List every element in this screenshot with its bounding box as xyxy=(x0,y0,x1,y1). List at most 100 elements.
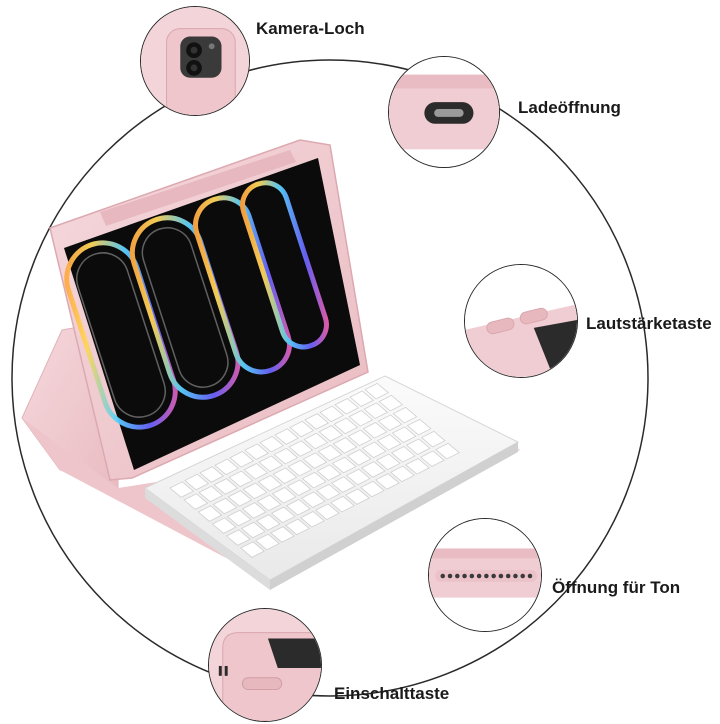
speaker-hole xyxy=(462,573,467,579)
keyboard-key xyxy=(360,461,386,478)
keyboard-key xyxy=(319,405,345,423)
keyboard-key xyxy=(420,430,446,448)
speaker-hole xyxy=(498,573,504,579)
keyboard-key xyxy=(225,529,251,546)
speaker-callout-bubble xyxy=(428,518,542,632)
keyboard-key xyxy=(316,464,342,481)
speaker-hole xyxy=(505,573,511,579)
keyboard-key xyxy=(435,442,460,460)
speaker-hole xyxy=(447,573,453,579)
keyboard-key xyxy=(390,446,416,463)
keyboard-key xyxy=(362,422,388,439)
keyboard-key xyxy=(273,447,299,465)
speaker-hole xyxy=(527,573,533,579)
keyboard-key xyxy=(377,414,403,431)
keyboard-key xyxy=(212,497,238,515)
speaker-hole xyxy=(520,573,525,579)
keyboard-key xyxy=(270,526,295,543)
keyboard-key xyxy=(391,426,417,443)
keyboard-key xyxy=(333,417,359,435)
keyboard-key xyxy=(184,473,210,491)
keyboard-key xyxy=(334,398,360,415)
speaker-hole xyxy=(476,573,482,579)
keyboard-key xyxy=(214,458,240,476)
keyboard-key xyxy=(198,485,224,503)
keyboard-key xyxy=(241,502,267,519)
volume-callout-bubble xyxy=(464,264,578,378)
speaker-hole xyxy=(469,573,475,579)
keyboard-key xyxy=(258,455,284,472)
keyboard-key xyxy=(375,453,401,471)
keyboard-key xyxy=(360,480,385,498)
keyboard-key xyxy=(315,483,341,501)
keyboard-key xyxy=(331,456,357,474)
keyboard-key xyxy=(288,440,314,457)
keyboard-key xyxy=(213,478,239,495)
keyboard-key xyxy=(286,479,312,496)
keyboard-key xyxy=(364,382,390,400)
keyboard-key xyxy=(183,493,209,510)
keyboard-key xyxy=(240,541,265,558)
keyboard-key xyxy=(289,420,315,438)
keyboard-key xyxy=(227,490,253,507)
speaker-hole xyxy=(513,573,518,579)
keyboard-key xyxy=(420,450,445,467)
speaker-hole xyxy=(484,573,489,579)
camera-cutout-icon xyxy=(141,7,249,115)
keyboard-key xyxy=(285,518,310,536)
keyboard-key xyxy=(229,451,255,468)
keyboard-key xyxy=(332,437,358,454)
keyboard-keys xyxy=(169,382,460,558)
callout-ring xyxy=(11,59,649,697)
keyboard-key xyxy=(303,432,329,450)
keyboard-key xyxy=(315,503,340,520)
keyboard-key xyxy=(376,434,402,451)
keyboard-key xyxy=(226,509,252,527)
keyboard-key xyxy=(255,514,281,531)
keyboard-key xyxy=(255,533,280,551)
keyboard-key xyxy=(244,443,270,460)
speaker-grill-icon xyxy=(429,519,541,631)
keyboard-key xyxy=(378,394,404,412)
keyboard-key xyxy=(270,506,296,524)
power-callout-label: Einschalttaste xyxy=(334,684,450,703)
keyboard-key xyxy=(346,449,372,466)
keyboard-key xyxy=(272,467,298,484)
keyboard-key xyxy=(375,473,400,490)
keyboard-key xyxy=(348,410,374,427)
keyboard-key xyxy=(211,517,237,534)
keyboard-key xyxy=(318,425,344,442)
keyboard-key xyxy=(317,444,343,462)
keyboard-key xyxy=(392,406,418,424)
keyboard-key xyxy=(405,438,431,455)
keyboard-key xyxy=(259,435,285,453)
keyboard-key xyxy=(285,499,311,516)
keyboard-key xyxy=(169,481,195,498)
power-button-icon xyxy=(209,609,321,721)
charging-callout-bubble xyxy=(388,56,500,168)
keyboard-key xyxy=(300,511,325,528)
speaker-hole xyxy=(491,573,496,579)
keyboard-key xyxy=(302,452,328,469)
keyboard-key xyxy=(390,465,415,483)
charging-callout-label: Ladeöffnung xyxy=(518,98,621,117)
keyboard-key xyxy=(274,428,300,445)
usb-c-port-icon xyxy=(389,57,499,167)
keyboard-key xyxy=(347,429,373,447)
screen-wallpaper xyxy=(64,180,329,430)
keyboard-key xyxy=(330,495,355,513)
speaker-hole xyxy=(455,573,460,579)
keyboard-key xyxy=(349,390,375,407)
keyboard-key xyxy=(304,413,330,430)
camera-callout-bubble xyxy=(140,6,250,116)
keyboard-key xyxy=(363,402,389,419)
speaker-callout-label: Öffnung für Ton xyxy=(552,578,681,597)
keyboard-key xyxy=(287,459,313,477)
volume-buttons-icon xyxy=(465,265,577,377)
keyboard-key xyxy=(256,494,282,512)
volume-callout-label: Lautstärketaste xyxy=(586,314,712,333)
keyboard-key xyxy=(301,471,327,489)
pencil-holder xyxy=(100,150,296,226)
camera-callout-label: Kamera-Loch xyxy=(256,19,365,38)
